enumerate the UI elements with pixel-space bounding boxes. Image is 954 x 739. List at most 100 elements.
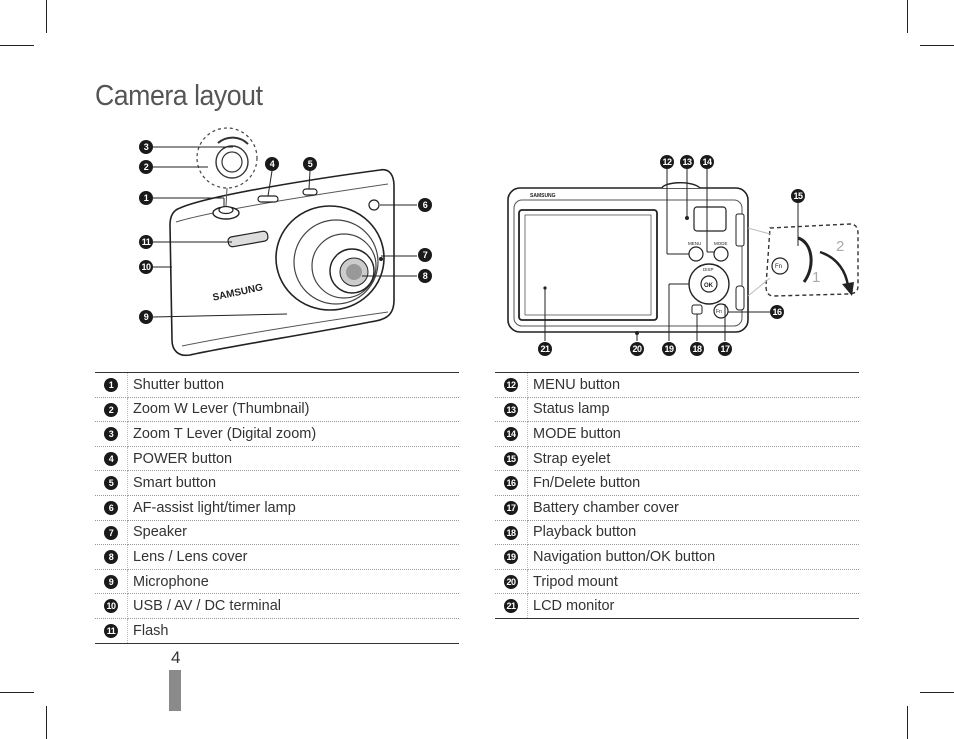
part-label: Smart button (127, 470, 459, 496)
callout-2: 2 (139, 160, 153, 174)
callout-6: 6 (418, 198, 432, 212)
crop-mark (907, 706, 908, 739)
part-number-cell: 20 (495, 569, 528, 595)
table-row: 5 Smart button (95, 470, 459, 496)
table-row: 2 Zoom W Lever (Thumbnail) (95, 397, 459, 423)
part-number-cell: 14 (495, 421, 528, 447)
part-label: Status lamp (527, 397, 859, 423)
part-label: Tripod mount (527, 569, 859, 595)
callout-7: 7 (418, 248, 432, 262)
callout-20: 20 (630, 342, 644, 356)
menu-button-label: MENU (688, 241, 701, 246)
inset-fn-label: Fn (775, 264, 782, 270)
table-row: 18 Playback button (495, 520, 859, 546)
fn-button-label: Fn (716, 309, 722, 315)
part-label: Speaker (127, 520, 459, 546)
crop-mark (907, 0, 908, 33)
part-number-badge: 8 (104, 550, 118, 565)
part-label: Microphone (127, 569, 459, 595)
table-row: 13 Status lamp (495, 397, 859, 423)
part-label: Strap eyelet (527, 446, 859, 472)
part-label: AF-assist light/timer lamp (127, 495, 459, 521)
disp-label: DISP (703, 267, 714, 272)
part-number-badge: 20 (504, 574, 518, 589)
part-number-badge: 2 (104, 402, 118, 417)
callout-8: 8 (418, 269, 432, 283)
table-row: 1 Shutter button (95, 372, 459, 398)
part-label: Navigation button/OK button (527, 544, 859, 570)
part-number-cell: 13 (495, 397, 528, 423)
table-row: 8 Lens / Lens cover (95, 544, 459, 570)
camera-logo-back: SAMSUNG (530, 193, 556, 199)
mode-button-label: MODE (714, 241, 728, 246)
part-number-badge: 13 (504, 402, 518, 417)
part-label: LCD monitor (533, 598, 615, 615)
table-row: 7 Speaker (95, 520, 459, 546)
part-label: Zoom W Lever (Thumbnail) (127, 397, 459, 423)
part-number-cell: 18 (495, 520, 528, 546)
callout-4: 4 (265, 157, 279, 171)
callout-12: 12 (660, 155, 674, 169)
part-number-badge: 18 (504, 525, 518, 540)
rotation-step-1: 1 (812, 269, 820, 286)
strap-eyelet-inset: Fn 2 1 (747, 223, 859, 297)
part-label: POWER button (127, 446, 459, 472)
part-number-badge: 12 (504, 377, 518, 392)
camera-front-illustration: SAMSUNG (152, 127, 417, 357)
part-label: Shutter button (127, 372, 459, 398)
parts-table-left: 1 Shutter button 2 Zoom W Lever (Thumbnail)… (95, 372, 459, 644)
part-label: Zoom T Lever (Digital zoom) (127, 421, 459, 447)
part-number-cell: 17 (495, 495, 528, 521)
part-number-badge: 4 (104, 451, 118, 466)
callout-18: 18 (690, 342, 704, 356)
part-number-badge: 6 (104, 500, 118, 515)
crop-mark (46, 706, 47, 739)
part-number-badge: 7 (104, 525, 118, 540)
page-title: Camera layout (95, 80, 263, 112)
callout-13: 13 (680, 155, 694, 169)
part-number-cell: 5 (95, 470, 128, 496)
part-number-badge: 1 (104, 377, 118, 392)
table-row: 6 AF-assist light/timer lamp (95, 495, 459, 521)
part-label: USB / AV / DC terminal (127, 593, 459, 619)
page-number: 4 (171, 648, 181, 667)
part-label: MENU button (527, 372, 859, 398)
part-number-cell: 16 (495, 470, 528, 496)
table-row: 20 Tripod mount (495, 569, 859, 595)
crop-mark (920, 692, 954, 693)
callout-15: 15 (791, 189, 805, 203)
part-number-cell: 6 (95, 495, 128, 521)
callout-11: 11 (139, 235, 153, 249)
part-number-cell: 4 (95, 446, 128, 472)
crop-mark (46, 0, 47, 33)
part-number-badge: 5 (104, 476, 118, 491)
part-number-badge: 21 (504, 599, 518, 614)
callout-5: 5 (303, 157, 317, 171)
part-number-cell: 19 (495, 544, 528, 570)
part-number-badge: 16 (504, 476, 518, 491)
rotation-step-2: 2 (836, 238, 844, 255)
callout-14: 14 (700, 155, 714, 169)
part-number-cell: 10 (95, 593, 128, 619)
part-number-cell: 7 (95, 520, 128, 546)
part-number-cell: 8 (95, 544, 128, 570)
camera-back-illustration: SAMSUNG MENU MODE OK DISP Fn Fn 2 1 (507, 169, 859, 341)
part-number-cell: 11 (95, 618, 128, 644)
lens-icon (275, 205, 385, 311)
callout-9: 9 (139, 310, 153, 324)
table-row: 4 POWER button (95, 446, 459, 472)
part-label: Playback button (527, 520, 859, 546)
part-label: MODE button (527, 421, 859, 447)
part-label: Lens / Lens cover (127, 544, 459, 570)
callout-10: 10 (139, 260, 153, 274)
part-number-badge: 17 (504, 500, 518, 515)
part-number-badge: 9 (104, 574, 118, 589)
part-label: Fn/Delete button (527, 470, 859, 496)
